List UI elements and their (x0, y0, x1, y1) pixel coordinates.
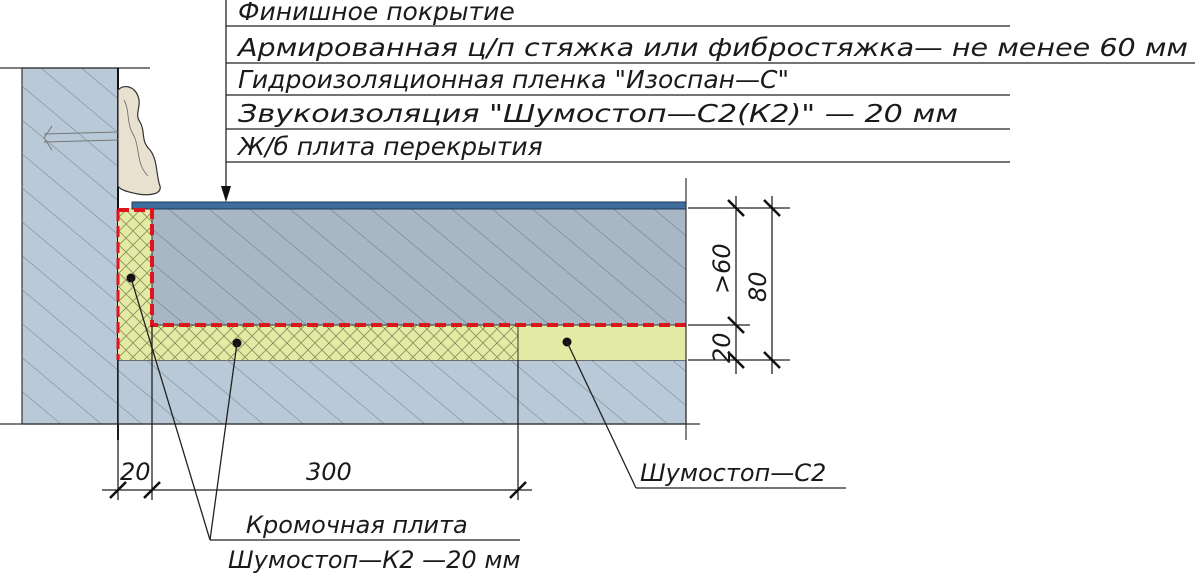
tick-outer-bottom (763, 351, 781, 369)
callout-edge-leader-2 (209, 342, 238, 541)
edge-strip-hatch (118, 208, 152, 325)
dim-edge-width: 20 (120, 458, 151, 486)
callout-c2: Шумостоп—С2 (562, 337, 846, 489)
edge-strip (118, 208, 152, 325)
insulation-main-hatch (118, 325, 518, 360)
label-slab: Ж/б плита перекрытия (236, 132, 543, 161)
dim-insulation-thickness: 20 (708, 332, 736, 363)
label-arrow-head (221, 186, 231, 202)
label-edge-plate: Кромочная плита (246, 511, 468, 539)
wall (0, 67, 150, 440)
wall-hatch (22, 68, 118, 424)
tick-strip (143, 481, 161, 499)
label-shumostop-k2: Шумостоп—К2 —20 мм (228, 546, 521, 574)
skirting-grain (123, 99, 149, 177)
layer-labels: Финишное покрытие Армированная ц/п стяжк… (221, 0, 1195, 202)
waterproof-film (118, 208, 686, 327)
callout-edge-leader-1 (130, 277, 211, 541)
tick-inner-mid (727, 316, 745, 334)
skirting-profile (117, 86, 161, 196)
dim-total-thickness: 80 (744, 271, 772, 302)
insulation-layer (118, 325, 686, 360)
skirting-dowel (43, 125, 119, 151)
label-screed: Армированная ц/п стяжка или фибростяжка—… (236, 33, 1188, 62)
dim-screed-thickness: >60 (708, 243, 736, 294)
screed-layer (151, 207, 687, 326)
horizontal-dimensions: 20 300 (102, 325, 532, 500)
tick-outer-top (763, 199, 781, 217)
label-sound-insulation: Звукоизоляция "Шумостоп—С2(К2)" — 20 мм (238, 99, 958, 128)
skirting-board (43, 86, 161, 196)
screed-hatch (152, 208, 686, 325)
finish-coating (131, 201, 687, 210)
callout-edge-strip: Кромочная плита Шумостоп—К2 —20 мм (126, 273, 521, 574)
vertical-dimensions: >60 20 80 (688, 196, 790, 374)
tick-inner-bottom (727, 351, 745, 369)
label-finish-coating: Финишное покрытие (238, 0, 515, 26)
dim-edge-length: 300 (306, 458, 352, 486)
tick-joint (509, 481, 527, 499)
tick-inner-top (727, 199, 745, 217)
callout-c2-leader (566, 341, 637, 489)
label-shumostop-c2: Шумостоп—С2 (640, 459, 826, 487)
tick-wall (109, 481, 127, 499)
label-film: Гидроизоляционная пленка "Изоспан—С" (238, 65, 789, 94)
